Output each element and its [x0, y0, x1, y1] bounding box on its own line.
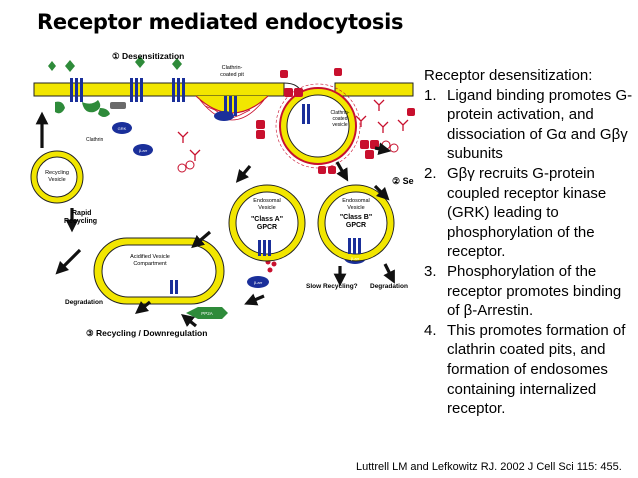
- citation: Luttrell LM and Lefkowitz RJ. 2002 J Cel…: [356, 461, 622, 473]
- slide-title: Receptor mediated endocytosis: [37, 10, 404, 34]
- pathway-arrows: [35, 111, 395, 328]
- label-degradation-left: Degradation: [65, 299, 103, 306]
- step-text: Gβγ recruits G-protein coupled receptor …: [447, 164, 607, 261]
- label-endosomal-a-1: Endosomal: [253, 198, 281, 204]
- label-clathrin-vesicle-2: coated: [332, 116, 347, 122]
- label-rapid-recycling-2: Recycling: [64, 218, 97, 225]
- label-clathrin-vesicle-3: vesicle: [332, 122, 348, 128]
- step-number: 1.: [424, 86, 437, 104]
- clathrin-triskelia: [256, 68, 415, 174]
- released-particles: [177, 140, 399, 173]
- label-class-a-1: "Class A": [251, 216, 283, 223]
- label-endosomal-a-2: Vesicle: [258, 205, 275, 211]
- label-barr-3: β-arr: [254, 280, 263, 285]
- endosome-class-a: [228, 184, 306, 262]
- label-step1: ① Desensitization: [112, 51, 184, 61]
- step-text: Ligand binding promotes G-protein activa…: [447, 86, 633, 163]
- label-slow-recycling: Slow Recycling?: [306, 283, 358, 290]
- label-barr-2: β-arr: [351, 256, 360, 261]
- step-item: 3. Phosphorylation of the receptor promo…: [412, 262, 636, 321]
- step-text: This promotes formation of clathrin coat…: [447, 321, 626, 418]
- desensitization-text: Receptor desensitization: 1. Ligand bind…: [412, 66, 636, 419]
- label-clathrin-pit-1: Clathrin-: [222, 65, 243, 71]
- label-barr-1: β-arr: [139, 148, 148, 153]
- label-endosomal-b-2: Vesicle: [347, 205, 364, 211]
- label-class-b-1: "Class B": [340, 214, 372, 221]
- step-text: Phosphorylation of the receptor promotes…: [447, 262, 622, 320]
- label-degradation-right: Degradation: [370, 283, 408, 290]
- label-step3: ③ Recycling / Downregulation: [86, 328, 207, 338]
- clathrin-y-shapes: [177, 99, 409, 161]
- step-number: 4.: [424, 321, 437, 339]
- label-endosomal-b-1: Endosomal: [342, 198, 370, 204]
- acidified-compartment: [93, 237, 225, 305]
- label-step2: ② Se: [392, 176, 414, 186]
- endosome-class-b: [317, 184, 395, 262]
- label-grk-1: GRK: [118, 126, 127, 131]
- label-pp2a: PP2A: [201, 311, 213, 316]
- g-proteins: [55, 100, 126, 117]
- label-clathrin: Clathrin: [86, 137, 103, 143]
- label-acidified-1: Acidified Vesicle: [130, 254, 170, 260]
- step-number: 2.: [424, 164, 437, 182]
- step-item: 4. This promotes formation of clathrin c…: [412, 321, 636, 419]
- step-item: 2. Gβγ recruits G-protein coupled recept…: [412, 164, 636, 262]
- step-item: 1. Ligand binding promotes G-protein act…: [412, 86, 636, 164]
- label-clathrin-pit-2: coated pit: [220, 72, 244, 78]
- pp2a-shape: [186, 307, 228, 319]
- label-clathrin-vesicle-1: Clathrin-: [331, 110, 350, 116]
- recycling-vesicle: [30, 150, 84, 204]
- label-acidified-2: Compartment: [133, 261, 167, 267]
- desensitization-steps: 1. Ligand binding promotes G-protein act…: [412, 86, 636, 419]
- label-class-a-2: GPCR: [257, 224, 277, 231]
- label-recycling-vesicle-1: Recycling: [45, 170, 69, 176]
- plasma-membrane: [33, 82, 414, 97]
- label-class-b-2: GPCR: [346, 222, 366, 229]
- step-number: 3.: [424, 262, 437, 280]
- label-rapid-recycling-1: Rapid: [72, 210, 91, 217]
- label-recycling-vesicle-2: Vesicle: [48, 177, 65, 183]
- receptors: [70, 78, 310, 124]
- panel-heading: Receptor desensitization:: [424, 67, 593, 84]
